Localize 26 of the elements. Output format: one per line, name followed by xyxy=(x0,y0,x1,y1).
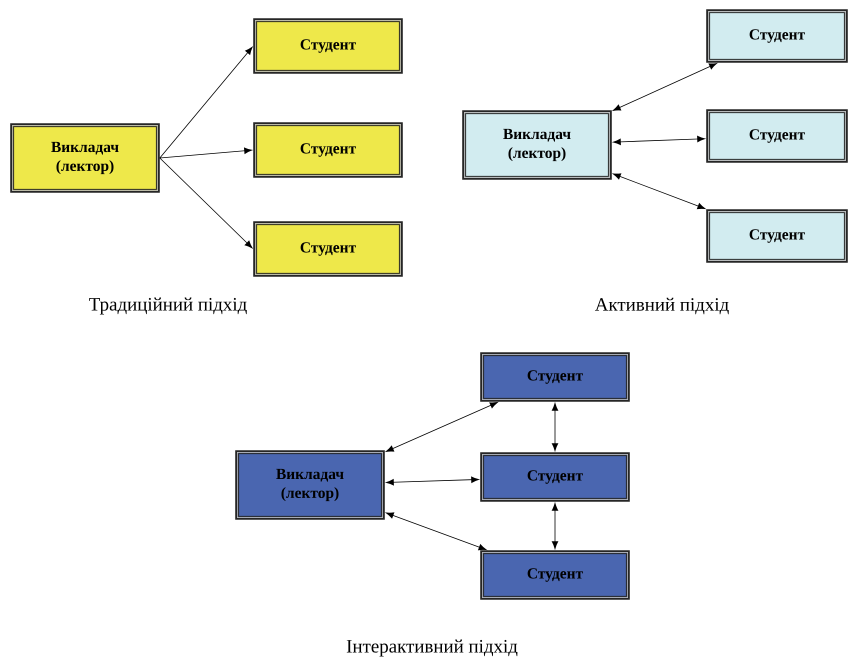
student-box: Студент xyxy=(253,221,403,277)
student-box: Студент xyxy=(480,352,630,402)
student-box: Студент xyxy=(706,9,848,63)
student-box: Студент xyxy=(480,550,630,600)
caption: Інтерактивний підхід xyxy=(346,640,518,656)
arrow xyxy=(386,476,479,486)
arrow xyxy=(613,136,705,146)
arrow xyxy=(552,403,558,451)
student-box: Студент xyxy=(706,209,848,263)
student-box: Студент xyxy=(253,18,403,74)
arrow xyxy=(612,173,706,210)
arrow xyxy=(612,63,717,111)
arrow xyxy=(159,148,252,158)
student-box: Студент xyxy=(253,122,403,178)
teacher-box: Викладач (лектор) xyxy=(462,110,612,180)
caption: Активний підхід xyxy=(594,298,729,314)
teacher-box: Викладач (лектор) xyxy=(235,450,385,520)
student-box: Студент xyxy=(480,452,630,502)
arrow xyxy=(159,46,253,158)
teacher-box: Викладач (лектор) xyxy=(10,123,160,193)
caption: Традиційний підхід xyxy=(89,298,247,314)
student-box: Студент xyxy=(706,109,848,163)
arrow xyxy=(552,503,558,549)
arrow xyxy=(386,402,498,452)
arrow xyxy=(159,158,252,248)
arrow xyxy=(386,512,486,550)
